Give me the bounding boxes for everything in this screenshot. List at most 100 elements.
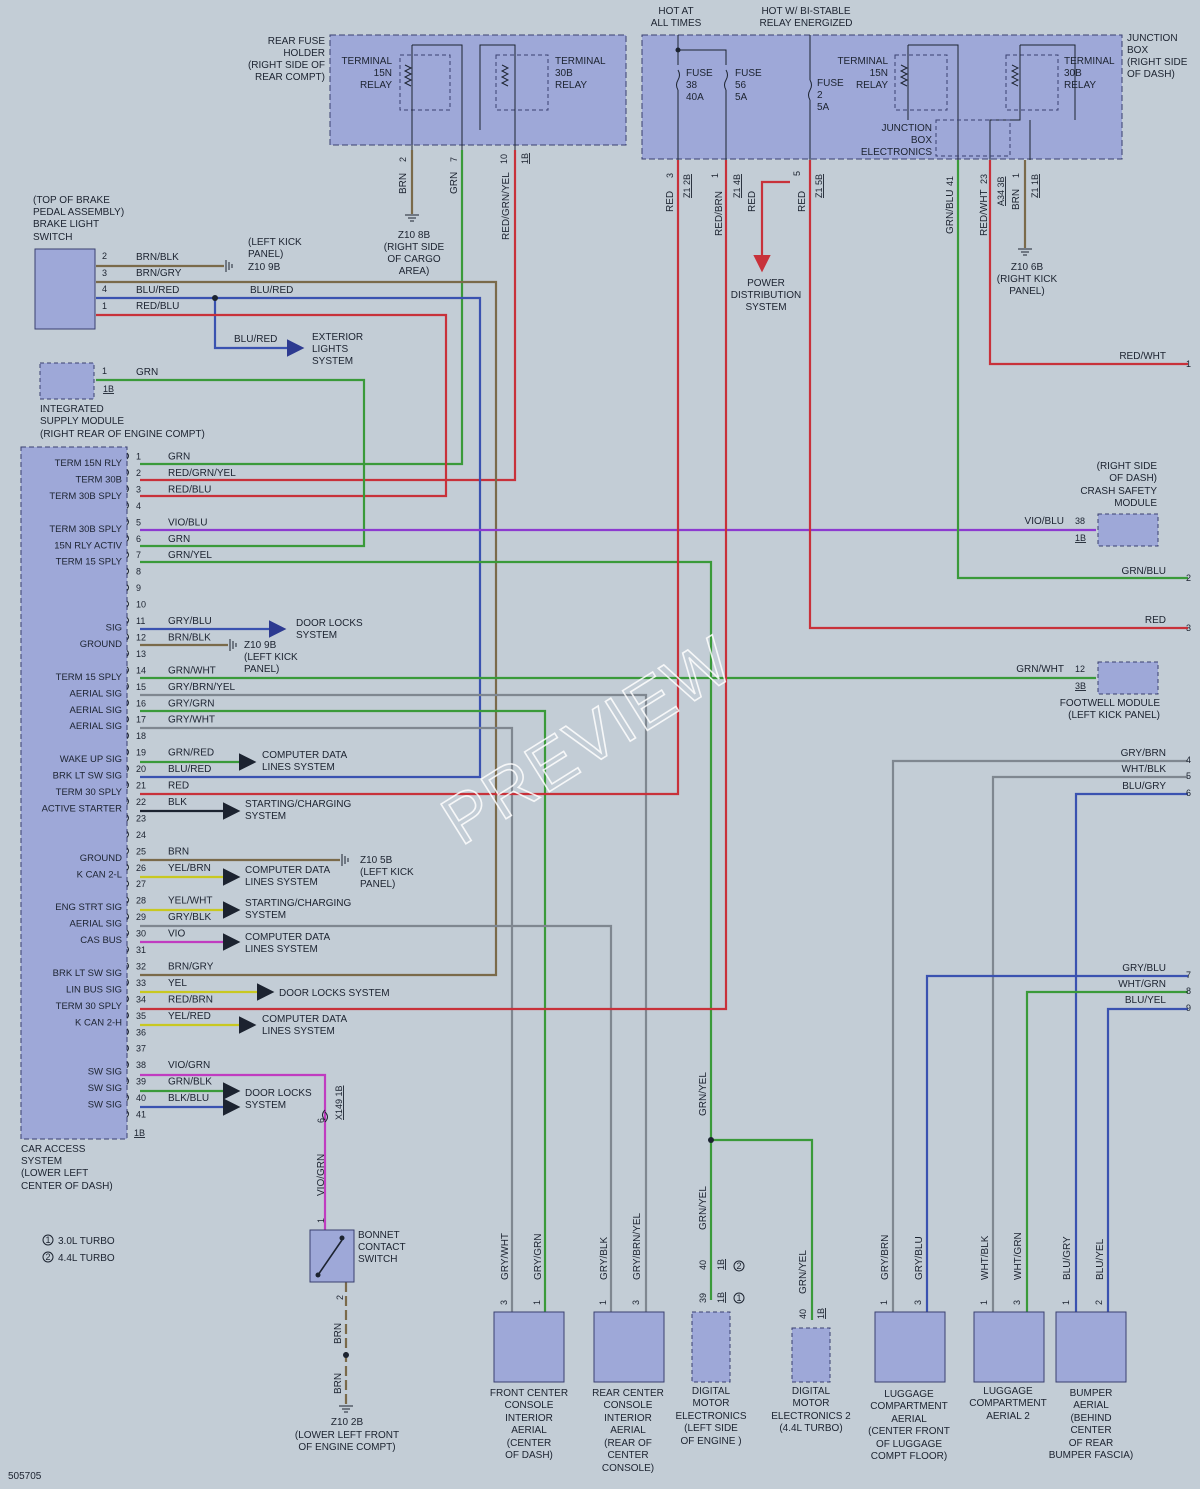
fca-label-5: (CENTER: [507, 1438, 551, 1449]
cas-pin-number: 3: [136, 484, 141, 494]
ba-label-4: CENTER: [1070, 1425, 1111, 1436]
cas-pin-connector: [126, 650, 129, 657]
cas-wire-label: GRY/BRN/YEL: [168, 682, 235, 693]
cas-wire-label: BRN/GRY: [168, 961, 214, 972]
dme-label-3: ELECTRONICS: [675, 1411, 746, 1422]
jb-relay-15n-label-1: TERMINAL: [837, 56, 888, 67]
cas-pin-number: 1: [136, 452, 141, 462]
cas-pin-connector: [126, 995, 129, 1003]
door-locks-label-2b: SYSTEM: [245, 1100, 286, 1111]
cas-signal-label: GROUND: [80, 853, 122, 864]
integrated-supply-module: 1 1B GRN INTEGRATED SUPPLY MODULE (RIGHT…: [39, 362, 205, 440]
jb-wire-red-1: RED: [665, 191, 676, 212]
cas-pin-connector: [126, 600, 129, 608]
cas-wire-label: BLK/BLU: [168, 1093, 209, 1104]
cas-signal-label: GROUND: [80, 639, 122, 650]
computer-data-label-4a: COMPUTER DATA: [262, 1014, 348, 1025]
cas-pin-connector: [126, 633, 129, 641]
ext-lights-wire: BLU/RED: [234, 334, 277, 345]
hot-bistable-line1: HOT W/ BI-STABLE: [761, 6, 850, 17]
cas-pin-connector: [126, 830, 129, 838]
cas-pin-number: 5: [136, 517, 141, 527]
rear-fuse-conn: 1B: [520, 153, 530, 164]
right-edge-refs: RED/WHT 1 GRN/BLU 2 RED 3 GRY/BRN 4 WHT/…: [1118, 351, 1191, 1013]
ground-z10-9b-b-label-1: Z10 9B: [244, 640, 277, 651]
cas-signal-label: TERM 15 SPLY: [56, 557, 123, 568]
wire-red-pin21: [140, 160, 680, 796]
door-locks-system-label: DOOR LOCKS SYSTEM: [279, 988, 390, 999]
cas-pin-connector: [126, 699, 129, 707]
wire-grnblu-ref2: [956, 160, 1188, 580]
ground-z10-6b-label-2: (RIGHT KICK: [997, 274, 1058, 285]
jb-pin-23: 23: [979, 174, 989, 184]
cas-wire-label: GRY/WHT: [168, 715, 215, 726]
cas-wire-label: VIO: [168, 929, 185, 940]
ref1: 1: [1186, 359, 1191, 369]
cas-wire-label: RED/GRN/YEL: [168, 468, 236, 479]
cas-pin-connector: [126, 1011, 129, 1019]
jb-wire-red-2: RED: [797, 191, 808, 212]
jb-pin-3: 3: [665, 173, 675, 178]
rca-label-7: CONSOLE): [602, 1463, 654, 1474]
cas-pin-connector: [126, 485, 129, 493]
rear-fuse-wire-redgrnyel: RED/GRN/YEL: [501, 172, 512, 240]
cas-signal-label: TERM 15 SPLY: [56, 672, 123, 683]
cas-pin-connector: [126, 715, 129, 723]
la-pin-3: 3: [913, 1300, 923, 1305]
junction-box-label-4: OF DASH): [1127, 69, 1175, 80]
cas-pin-number: 23: [136, 813, 146, 823]
la-label-3: AERIAL: [891, 1414, 927, 1425]
cas-signal-label: ENG STRT SIG: [55, 902, 122, 913]
cas-pin-number: 11: [136, 616, 145, 626]
jb-wire-redwht: RED/WHT: [979, 189, 990, 236]
computer-data-label-1a: COMPUTER DATA: [262, 750, 348, 761]
fuse2-label-1: FUSE: [817, 78, 844, 89]
bonnet-conn-x149: X149 1B: [334, 1085, 344, 1120]
cas-pin-connector: [126, 1044, 129, 1052]
jb-conn-z12b: Z1 2B: [682, 174, 692, 198]
cas-signal-label: SW SIG: [88, 1067, 122, 1078]
fuse38-label-1: FUSE: [686, 68, 713, 79]
cas-label-4: CENTER OF DASH): [21, 1181, 113, 1192]
brake-switch-label-2: PEDAL ASSEMBLY): [33, 207, 124, 218]
dme-pin-39: 39: [698, 1293, 708, 1303]
dme-label-4: (LEFT SIDE: [684, 1423, 738, 1434]
cas-pin-connector: [126, 847, 129, 855]
starting-label-1a: STARTING/CHARGING: [245, 799, 352, 810]
wire-grnyel-pin7: [140, 560, 713, 1300]
cas-wire-label: BLU/RED: [168, 764, 211, 775]
dme-module: [691, 1311, 731, 1383]
dme2-pin-40: 40: [798, 1309, 808, 1319]
ground-z10-9b-label-3: Z10 9B: [248, 262, 281, 273]
cas-pin-connector: [126, 765, 129, 772]
hot-at-all-times-line2: ALL TIMES: [651, 18, 702, 29]
cas-signal-label: SIG: [106, 623, 122, 634]
rear-relay-30b-coil: [500, 64, 510, 87]
brake-switch-label-1: (TOP OF BRAKE: [33, 195, 110, 206]
ground-z10-8b-label-4: AREA): [399, 266, 430, 277]
jb-relay-30b-label-3: RELAY: [1064, 80, 1096, 91]
la-label-6: COMPT FLOOR): [871, 1451, 947, 1462]
brake-switch-label-4: SWITCH: [33, 232, 72, 243]
jb-wire-brn: BRN: [1011, 189, 1022, 210]
rear-relay-30b-label-3: RELAY: [555, 80, 587, 91]
ref6-wire: BLU/GRY: [1122, 781, 1166, 792]
bonnet-pin-1: 1: [316, 1218, 326, 1223]
front-center-aerial: [493, 1311, 565, 1383]
cas-pin-number: 28: [136, 896, 146, 906]
brake-light-switch: (TOP OF BRAKE PEDAL ASSEMBLY) BRAKE LIGH…: [33, 195, 363, 367]
hot-at-all-times-line1: HOT AT: [658, 6, 693, 17]
computer-data-label-4b: LINES SYSTEM: [262, 1026, 335, 1037]
bonnet-pin-2: 2: [335, 1295, 345, 1300]
ground-z10-8b-icon: [405, 150, 419, 222]
starting-label-1b: SYSTEM: [245, 811, 286, 822]
jb-pin-41: 41: [945, 176, 955, 186]
cas-pin-number: 37: [136, 1044, 146, 1054]
ground-z10-6b-label-1: Z10 6B: [1011, 262, 1044, 273]
brake-pin-2: 2: [102, 251, 107, 261]
ism-label-1: INTEGRATED: [40, 404, 104, 415]
luggage-aerial: [874, 1311, 946, 1383]
cas-wire-label: GRY/BLU: [168, 616, 212, 627]
crash-label-3: CRASH SAFETY: [1080, 486, 1157, 497]
ground-z10-9b-b-label-2: (LEFT KICK: [244, 652, 298, 663]
